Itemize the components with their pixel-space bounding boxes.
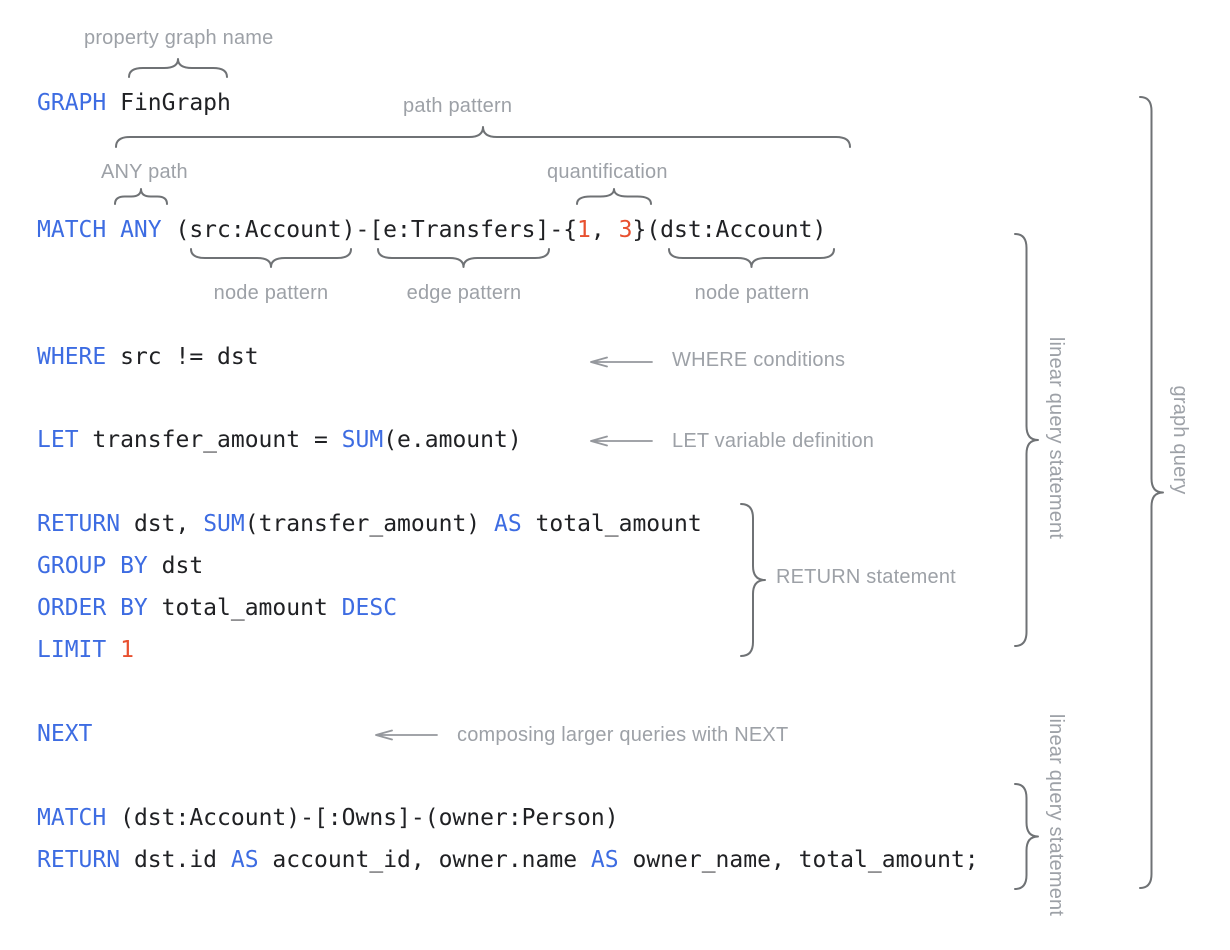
- code-line-match-1: MATCH ANY (src:Account)-[e:Transfers]-{1…: [37, 217, 827, 243]
- return-statement-brace: [740, 503, 766, 657]
- linear-query-1-brace: [1014, 233, 1039, 647]
- quantification-overbrace: [576, 188, 652, 205]
- linear-query-2-brace: [1014, 783, 1039, 890]
- let-variable-arrow-icon: [590, 435, 653, 447]
- edge-pattern-label: edge pattern: [406, 282, 522, 304]
- code-line-let: LET transfer_amount = SUM(e.amount): [37, 427, 522, 453]
- code-line-return-2: RETURN dst.id AS account_id, owner.name …: [37, 847, 979, 873]
- any-path-overbrace: [114, 188, 168, 205]
- fingraph-overbrace: [128, 58, 228, 78]
- linear-query-statement-1-label: linear query statement: [1045, 336, 1067, 540]
- code-line-where: WHERE src != dst: [37, 344, 259, 370]
- node-pattern-2-label: node pattern: [694, 282, 810, 304]
- next-note-arrow-icon: [375, 729, 438, 741]
- next-note-label: composing larger queries with NEXT: [457, 724, 789, 746]
- where-conditions-arrow-icon: [590, 356, 653, 368]
- graph-query-brace: [1139, 96, 1164, 889]
- code-line-return-1: RETURN dst, SUM(transfer_amount) AS tota…: [37, 511, 702, 537]
- return-statement-label: RETURN statement: [776, 566, 956, 588]
- path-pattern-overbrace: [115, 126, 851, 148]
- edge-pattern-underbrace: [377, 248, 550, 268]
- where-conditions-label: WHERE conditions: [672, 349, 846, 371]
- let-variable-definition-label: LET variable definition: [672, 430, 875, 452]
- code-line-next: NEXT: [37, 721, 93, 747]
- graph-query-label: graph query: [1169, 385, 1191, 495]
- linear-query-statement-2-label: linear query statement: [1045, 713, 1067, 917]
- path-pattern-label: path pattern: [403, 95, 513, 117]
- node-pattern-1-underbrace: [190, 248, 352, 268]
- code-line-group-by: GROUP BY dst: [37, 553, 204, 579]
- node-pattern-1-label: node pattern: [213, 282, 329, 304]
- quantification-label: quantification: [547, 161, 668, 183]
- any-path-label: ANY path: [101, 161, 188, 183]
- code-line-match-2: MATCH (dst:Account)-[:Owns]-(owner:Perso…: [37, 805, 619, 831]
- property-graph-name-label: property graph name: [84, 27, 274, 49]
- node-pattern-2-underbrace: [668, 248, 835, 268]
- code-line-order-by: ORDER BY total_amount DESC: [37, 595, 398, 621]
- code-line-limit: LIMIT 1: [37, 637, 134, 663]
- code-line-graph: GRAPH FinGraph: [37, 90, 231, 116]
